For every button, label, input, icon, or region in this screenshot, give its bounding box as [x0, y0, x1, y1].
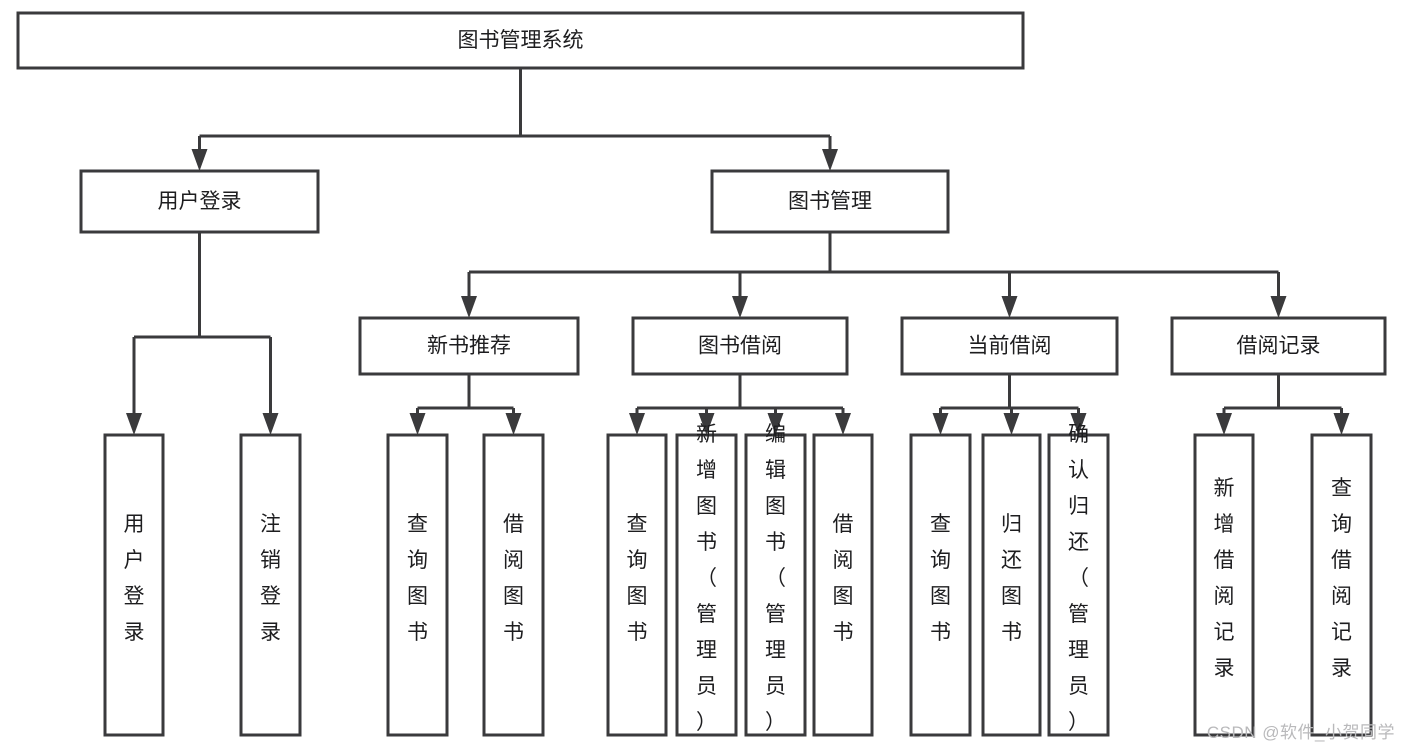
node-new-book-recommend[interactable]: 新书推荐 — [358, 316, 580, 376]
arrow-head-icon — [461, 296, 477, 318]
node-leaf-query-book-2[interactable]: 查询图书 — [606, 433, 668, 737]
node-box — [909, 433, 972, 737]
node-label: 归还图书 — [1001, 513, 1022, 644]
arrow-head-icon — [409, 413, 426, 435]
arrow-head-icon — [191, 149, 208, 171]
node-leaf-user-login[interactable]: 用户登录 — [103, 433, 165, 737]
node-label: 借阅记录 — [1237, 335, 1321, 358]
node-box — [675, 433, 738, 737]
node-leaf-confirm-return[interactable]: 确认归还（管理员） — [1047, 423, 1110, 737]
arrow-head-icon — [932, 413, 949, 435]
node-label: 图书管理系统 — [458, 29, 584, 52]
node-box — [103, 433, 165, 737]
node-label: 查询借阅记录 — [1331, 477, 1352, 680]
node-leaf-query-record[interactable]: 查询借阅记录 — [1310, 433, 1373, 737]
node-leaf-edit-book[interactable]: 编辑图书（管理员） — [744, 423, 807, 737]
arrow-head-icon — [822, 149, 838, 171]
node-leaf-return-book[interactable]: 归还图书 — [981, 433, 1042, 737]
arrow-head-icon — [262, 413, 279, 435]
node-label: 注销登录 — [260, 513, 281, 644]
node-label: 查询图书 — [407, 513, 428, 644]
arrow-head-icon — [1333, 413, 1350, 435]
node-label: 图书借阅 — [698, 335, 782, 358]
node-label: 新书推荐 — [427, 335, 511, 358]
node-box — [16, 11, 1025, 70]
node-leaf-add-book[interactable]: 新增图书（管理员） — [675, 423, 738, 737]
node-label: 借阅图书 — [833, 513, 854, 644]
arrow-head-icon — [126, 413, 142, 435]
node-label: 新增借阅记录 — [1214, 477, 1235, 680]
node-leaf-query-book-1[interactable]: 查询图书 — [386, 433, 449, 737]
node-box — [386, 433, 449, 737]
arrow-head-icon — [629, 413, 645, 435]
node-box — [812, 433, 874, 737]
node-label: 用户登录 — [124, 513, 145, 644]
node-book-manage[interactable]: 图书管理 — [710, 169, 950, 234]
node-box — [358, 316, 580, 376]
arrow-head-icon — [835, 413, 851, 435]
arrow-head-icon — [505, 413, 522, 435]
node-box — [79, 169, 320, 234]
node-label: 确认归还（管理员） — [1068, 423, 1089, 734]
node-box — [606, 433, 668, 737]
connector-layer — [126, 68, 1350, 435]
arrow-head-icon — [1216, 413, 1232, 435]
node-leaf-logout[interactable]: 注销登录 — [239, 433, 302, 737]
node-box — [981, 433, 1042, 737]
arrow-head-icon — [767, 413, 784, 435]
node-layer: 图书管理系统用户登录图书管理新书推荐图书借阅当前借阅借阅记录用户登录注销登录查询… — [16, 11, 1387, 737]
node-box — [239, 433, 302, 737]
arrow-head-icon — [1070, 413, 1087, 435]
arrow-head-icon — [732, 296, 748, 318]
node-label: 借阅图书 — [503, 513, 524, 644]
node-label: 编辑图书（管理员） — [765, 423, 786, 734]
node-leaf-add-record[interactable]: 新增借阅记录 — [1193, 433, 1255, 737]
arrow-head-icon — [1003, 413, 1020, 435]
node-box — [900, 316, 1119, 376]
node-label: 查询图书 — [930, 513, 951, 644]
node-current-borrow[interactable]: 当前借阅 — [900, 316, 1119, 376]
node-borrow-record[interactable]: 借阅记录 — [1170, 316, 1387, 376]
node-box — [1310, 433, 1373, 737]
node-label: 查询图书 — [627, 513, 648, 644]
csdn-watermark: CSDN @软件_小贺同学 — [1206, 723, 1395, 742]
node-box — [482, 433, 545, 737]
arrow-head-icon — [1270, 296, 1287, 318]
node-box — [1193, 433, 1255, 737]
node-box — [1170, 316, 1387, 376]
node-book-borrow[interactable]: 图书借阅 — [631, 316, 849, 376]
node-user-login[interactable]: 用户登录 — [79, 169, 320, 234]
node-leaf-borrow-book-2[interactable]: 借阅图书 — [812, 433, 874, 737]
node-label: 图书管理 — [788, 190, 872, 213]
arrow-head-icon — [698, 413, 715, 435]
node-leaf-borrow-book-1[interactable]: 借阅图书 — [482, 433, 545, 737]
node-box — [1047, 433, 1110, 737]
node-box — [744, 433, 807, 737]
arrow-head-icon — [1001, 296, 1018, 318]
node-root[interactable]: 图书管理系统 — [16, 11, 1025, 70]
node-label: 当前借阅 — [968, 335, 1052, 358]
node-box — [710, 169, 950, 234]
node-leaf-query-book-3[interactable]: 查询图书 — [909, 433, 972, 737]
node-label: 用户登录 — [158, 190, 242, 213]
node-box — [631, 316, 849, 376]
node-label: 新增图书（管理员） — [696, 423, 717, 734]
